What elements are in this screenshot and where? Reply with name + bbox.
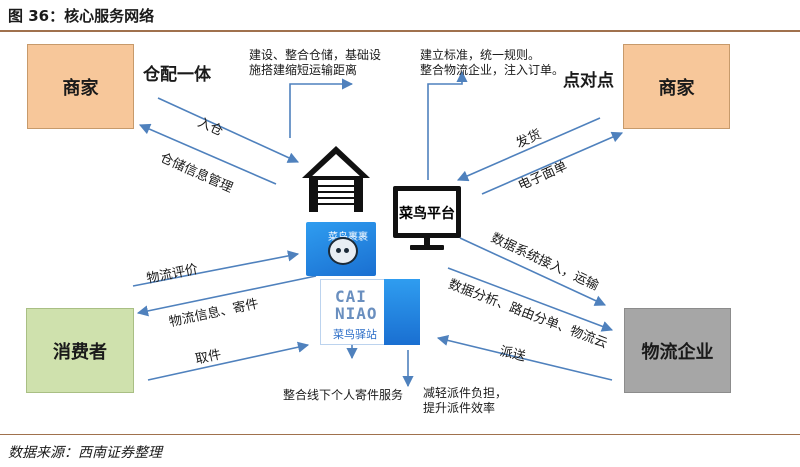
arrow-e-waybill — [481, 131, 624, 195]
arrow-ship — [456, 117, 601, 182]
arrow-dispatch — [436, 334, 613, 381]
note-warehouse: 建设、整合仓储，基础设 施搭建缩短运输距离 — [249, 48, 382, 77]
bottom-rule — [0, 434, 800, 435]
arrow-to-platform-note — [427, 70, 468, 180]
station-name: 菜鸟驿站 — [333, 328, 377, 341]
mascot-icon — [328, 237, 358, 265]
consumer-box: 消费者 — [26, 308, 134, 393]
merchant-right-box: 商家 — [623, 44, 730, 129]
source-note: 数据来源：西南证券整理 — [8, 445, 162, 461]
heading-point-to-point: 点对点 — [563, 71, 614, 91]
monitor-icon — [393, 186, 461, 250]
arrow-pickup — [147, 341, 310, 381]
arrow-inbound — [157, 97, 300, 163]
top-rule — [0, 30, 800, 32]
heading-warehouse-integration: 仓配一体 — [143, 65, 211, 85]
station-side-panel — [384, 279, 420, 345]
note-dispatch: 减轻派件负担， 提升派件效率 — [423, 386, 508, 415]
platform-label: 菜鸟平台 — [399, 206, 455, 222]
figure-title: 图 36：核心服务网络 — [8, 7, 155, 25]
merchant-left-box: 商家 — [27, 44, 134, 129]
note-platform: 建立标准，统一规则。 整合物流企业，注入订单。 — [420, 48, 565, 77]
cainiao-guoguo-app: 菜鸟裹裹 — [306, 222, 376, 276]
logistics-box: 物流企业 — [624, 308, 731, 393]
arrow-warehouse-info — [138, 123, 277, 185]
warehouse-icon — [302, 146, 370, 212]
arrow-to-warehouse-note — [289, 78, 354, 138]
arrow-logistics-info — [136, 275, 317, 317]
arrow-data-analysis — [447, 267, 614, 332]
arrow-data-access — [459, 237, 607, 306]
note-station: 整合线下个人寄件服务 — [283, 388, 404, 402]
arrow-logistics-review — [132, 250, 300, 287]
